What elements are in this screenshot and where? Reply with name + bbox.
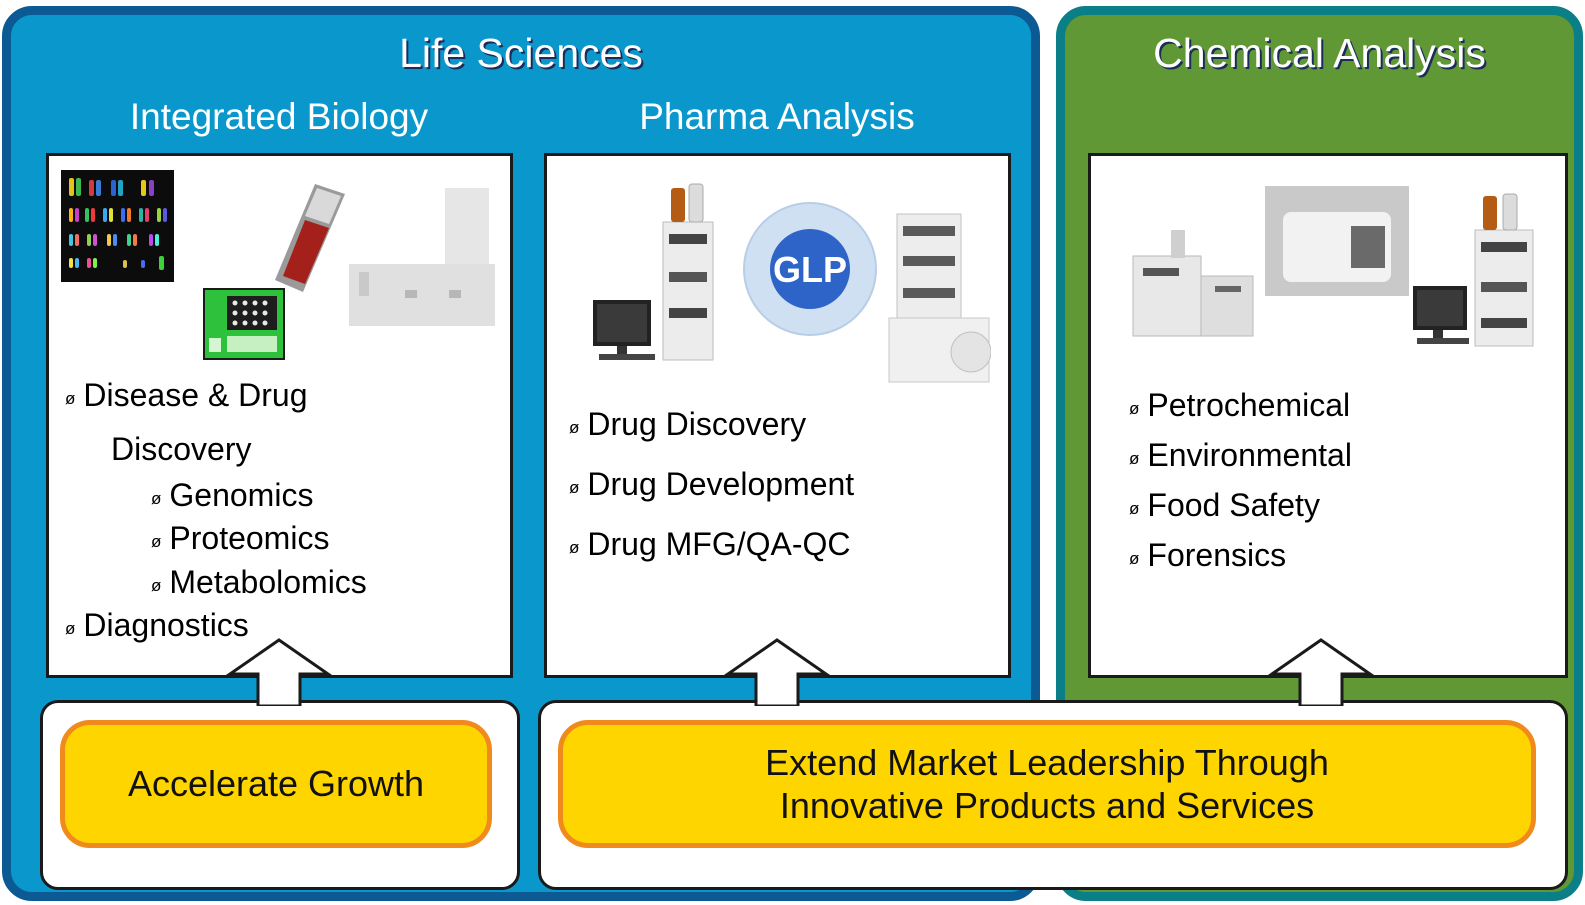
list-item: ø Genomics bbox=[65, 476, 367, 518]
market-leadership-text-line2: Innovative Products and Services bbox=[779, 785, 1315, 826]
gc-ms-instrument-image bbox=[1132, 230, 1254, 337]
glp-seal-text: GLP bbox=[773, 249, 847, 290]
bullet-marker: ø bbox=[1129, 449, 1140, 468]
bullet-marker: ø bbox=[1129, 399, 1140, 418]
list-item: Discovery bbox=[65, 424, 367, 474]
bullet-marker: ø bbox=[569, 538, 580, 557]
list-item: ø Petrochemical bbox=[1129, 382, 1352, 432]
life-sciences-title: Life Sciences bbox=[399, 30, 643, 76]
market-leadership-text-line1: Extend Market Leadership Through bbox=[765, 741, 1329, 783]
bioanalyzer-instrument-image bbox=[349, 188, 495, 326]
mass-spectrometer-image bbox=[1265, 186, 1409, 296]
bullet-marker: ø bbox=[569, 418, 580, 437]
glp-seal-image: GLP bbox=[743, 202, 877, 336]
up-arrow-icon bbox=[723, 638, 831, 706]
bullet-marker: ø bbox=[151, 489, 162, 508]
list-item-text: Forensics bbox=[1147, 537, 1287, 573]
integrated-biology-subtitle: Integrated Biology bbox=[129, 96, 429, 137]
list-item-text: Metabolomics bbox=[169, 564, 367, 600]
list-item: ø Environmental bbox=[1129, 432, 1352, 482]
list-item-text: Discovery bbox=[111, 431, 252, 467]
accelerate-growth-text: Accelerate Growth bbox=[127, 763, 425, 805]
list-item: ø Drug Discovery bbox=[569, 396, 854, 456]
list-item-text: Disease & Drug bbox=[83, 377, 308, 413]
list-item-text: Proteomics bbox=[169, 520, 330, 556]
accelerate-growth-goal: Accelerate Growth bbox=[60, 720, 492, 848]
chromosome-karyotype-image bbox=[61, 170, 174, 282]
list-item-text: Drug Development bbox=[587, 466, 855, 502]
list-item-text: Environmental bbox=[1147, 437, 1352, 473]
list-item: ø Disease & Drug bbox=[65, 370, 367, 424]
bullet-marker: ø bbox=[65, 619, 76, 638]
up-arrow-icon bbox=[1267, 638, 1375, 706]
list-item: ø Drug MFG/QA-QC bbox=[569, 516, 854, 576]
bullet-marker: ø bbox=[151, 576, 162, 595]
microarray-slide-image bbox=[275, 184, 345, 292]
list-item-text: Petrochemical bbox=[1147, 387, 1351, 423]
list-item: ø Drug Development bbox=[569, 456, 854, 516]
market-leadership-goal: Extend Market Leadership Through Innovat… bbox=[558, 720, 1536, 848]
list-item: ø Diagnostics bbox=[65, 606, 367, 648]
list-item-text: Diagnostics bbox=[83, 607, 249, 643]
bullet-marker: ø bbox=[1129, 549, 1140, 568]
bullet-marker: ø bbox=[569, 478, 580, 497]
bullet-marker: ø bbox=[151, 532, 162, 551]
chemical-analysis-title: Chemical Analysis bbox=[1153, 30, 1486, 76]
bullet-marker: ø bbox=[1129, 499, 1140, 518]
list-item: ø Metabolomics bbox=[65, 562, 367, 606]
list-item: ø Food Safety bbox=[1129, 482, 1352, 532]
list-item-text: Genomics bbox=[169, 477, 314, 513]
up-arrow-icon bbox=[225, 638, 333, 706]
hplc-workstation-image bbox=[593, 183, 714, 361]
list-item: ø Forensics bbox=[1129, 532, 1352, 582]
pharma-analysis-subtitle: Pharma Analysis bbox=[639, 96, 915, 137]
lab-chip-image bbox=[203, 288, 285, 360]
list-item-text: Drug Discovery bbox=[587, 406, 807, 442]
list-item: ø Proteomics bbox=[65, 518, 367, 562]
list-item-text: Drug MFG/QA-QC bbox=[587, 526, 851, 562]
list-item-text: Food Safety bbox=[1147, 487, 1320, 523]
bullet-marker: ø bbox=[65, 389, 76, 408]
lc-ms-instrument-image bbox=[888, 213, 991, 383]
lc-workstation-image bbox=[1413, 193, 1534, 347]
